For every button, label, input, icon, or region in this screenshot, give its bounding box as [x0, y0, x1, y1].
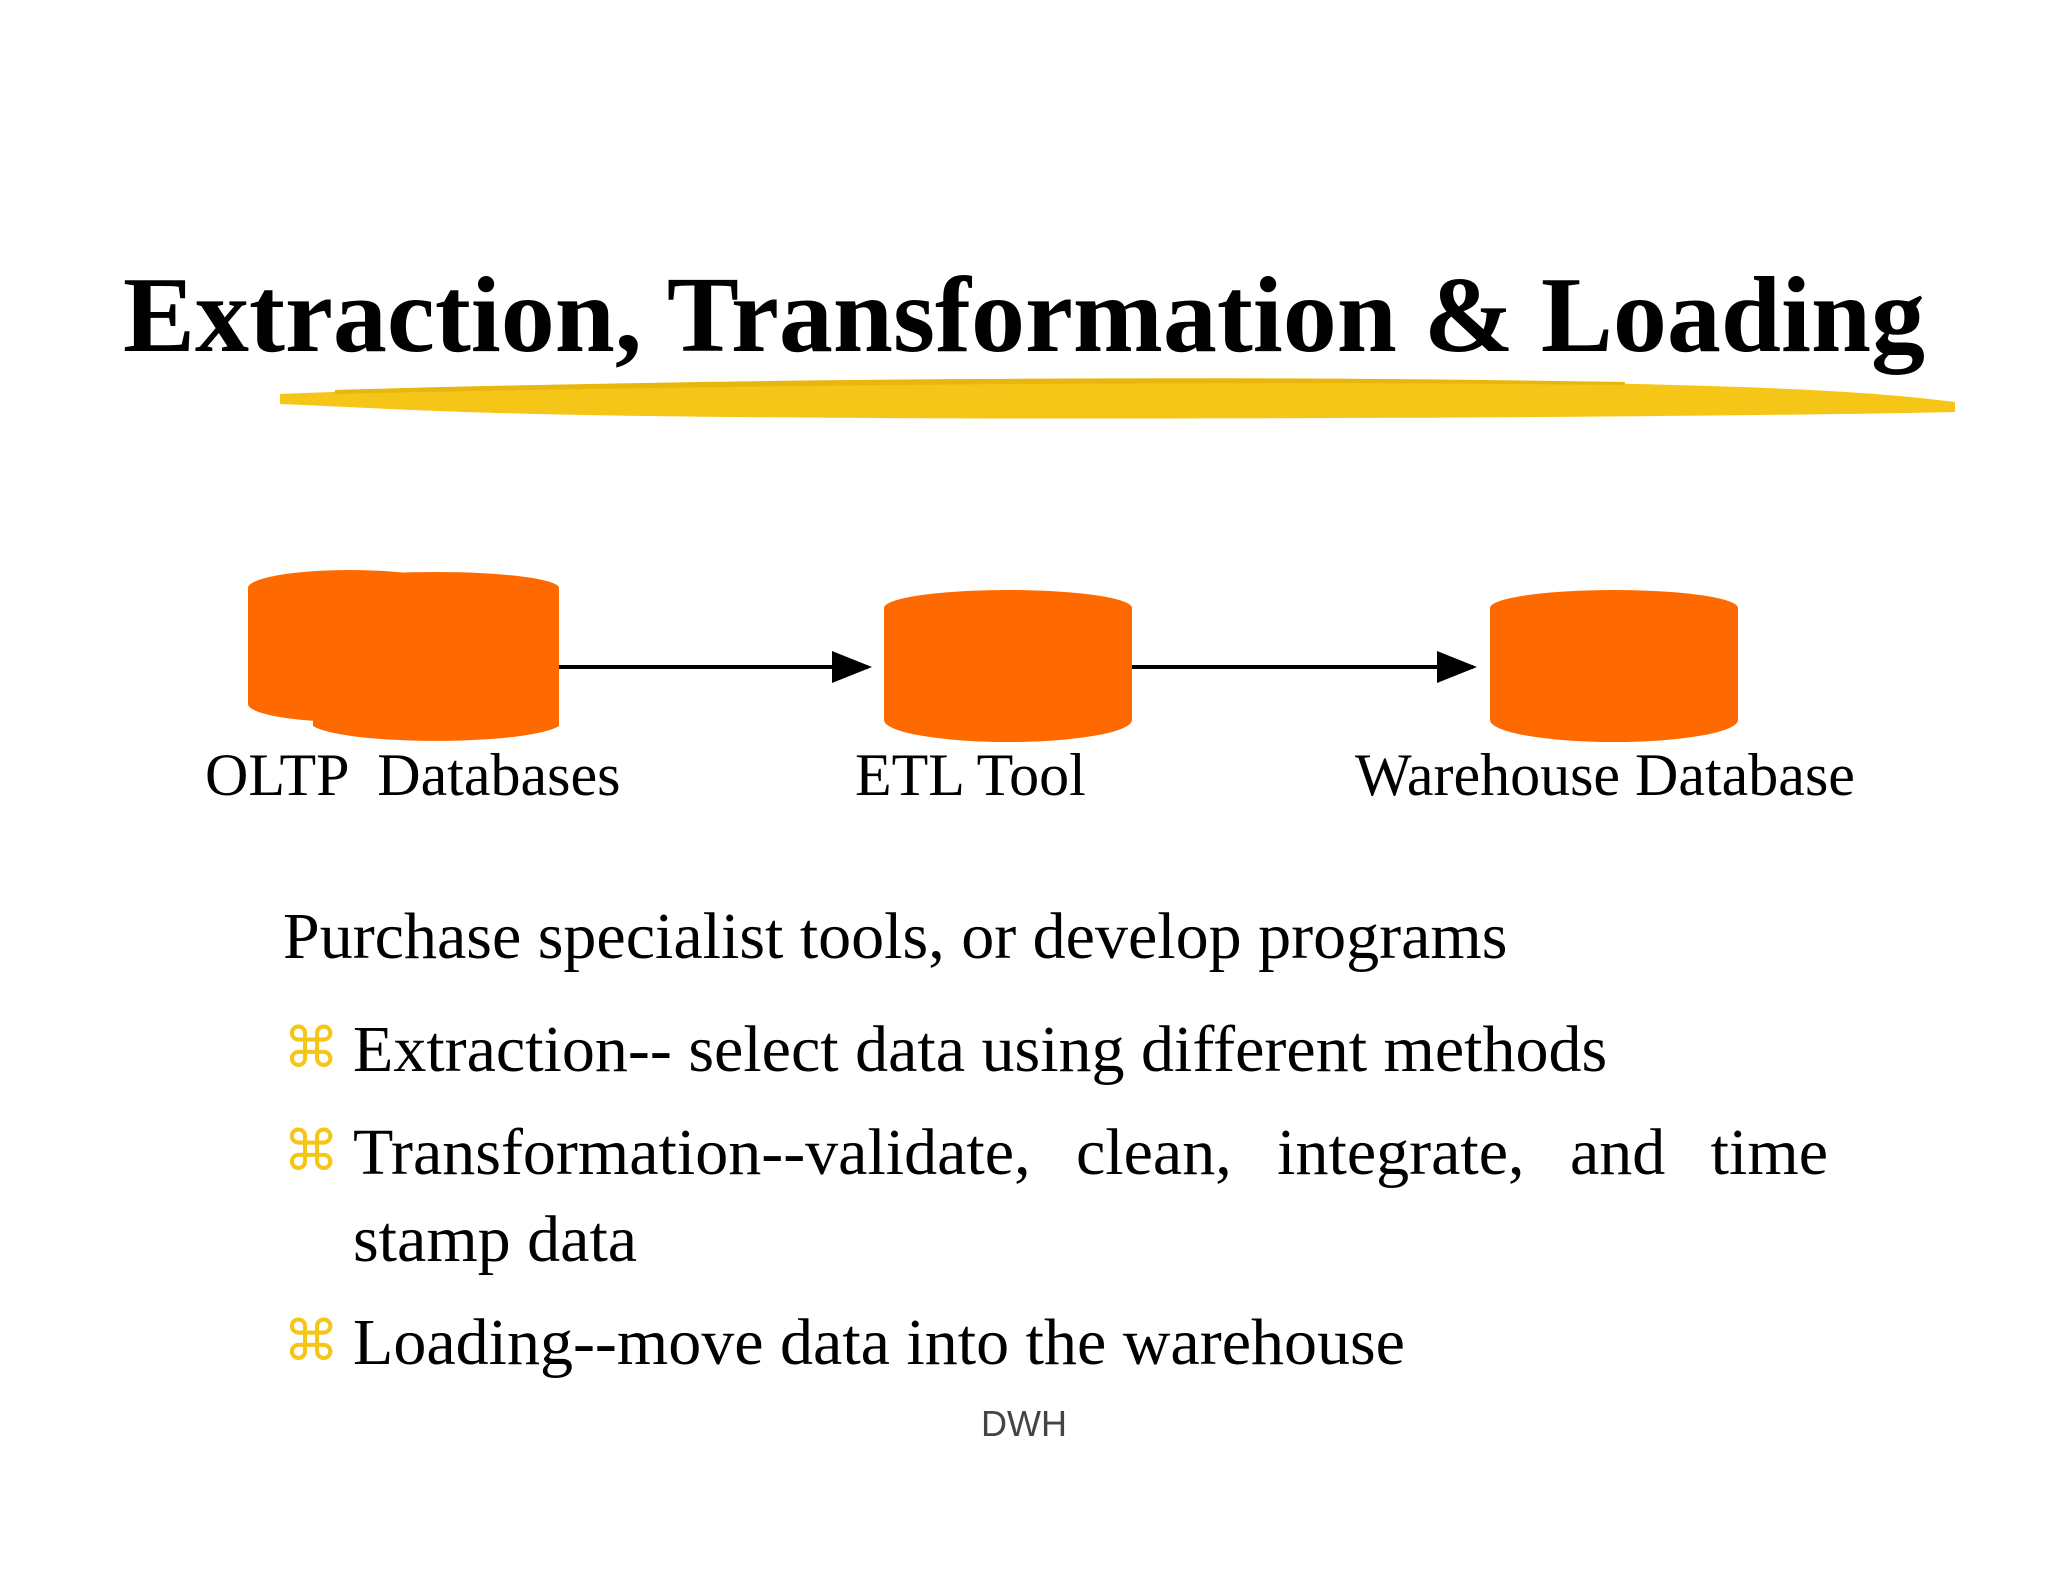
etl-tool-icon	[884, 590, 1132, 742]
highlight-stroke-main	[280, 378, 1955, 419]
command-key-icon: ⌘	[283, 1309, 339, 1375]
bullet-item-loading: ⌘ Loading--move data into the warehouse	[283, 1299, 1828, 1386]
bullet-item-extraction: ⌘ Extraction-- select data using differe…	[283, 1006, 1828, 1093]
node-label-warehouse-database: Warehouse Database	[1355, 742, 1855, 808]
bullet-text: Transformation--validate, clean, integra…	[353, 1116, 1828, 1277]
bullet-list: ⌘ Extraction-- select data using differe…	[283, 1006, 1828, 1402]
node-label-etl-tool: ETL Tool	[855, 742, 1086, 808]
highlight-stroke-edge	[335, 378, 1625, 394]
title-highlight-stroke	[280, 378, 1955, 419]
command-key-icon: ⌘	[283, 1016, 339, 1081]
intro-text: Purchase specialist tools, or develop pr…	[283, 900, 1508, 973]
oltp-databases-icon	[248, 570, 559, 741]
etl-flow-diagram	[248, 570, 1738, 742]
node-label-oltp-databases: OLTP Databases	[205, 742, 621, 808]
slide-title: Extraction, Transformation & Loading	[122, 256, 1926, 375]
bullet-text: Loading--move data into the warehouse	[353, 1306, 1405, 1380]
bullet-text: Extraction-- select data using different…	[353, 1013, 1608, 1086]
bullet-item-transformation: ⌘ Transformation--validate, clean, integ…	[283, 1109, 1828, 1283]
warehouse-database-icon	[1490, 590, 1738, 742]
footer-label: DWH	[981, 1403, 1067, 1444]
command-key-icon: ⌘	[283, 1119, 339, 1185]
